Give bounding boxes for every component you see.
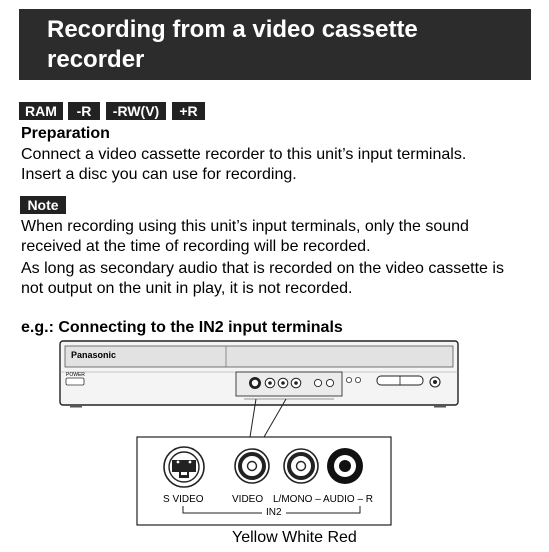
audio-right-rca-connector-illustration (327, 448, 363, 484)
in2-group-label: IN2 (262, 507, 286, 519)
power-button-illustration (65, 377, 85, 386)
video-label: VIDEO (232, 494, 264, 505)
note-line-2: received at the time of recording will b… (21, 238, 371, 255)
badge-plus-r: +R (172, 102, 205, 120)
audio-label: L/MONO – AUDIO – R (273, 494, 374, 505)
svideo-connector-illustration (163, 446, 205, 488)
note-line-1: When recording using this unit’s input t… (21, 218, 469, 235)
note-badge: Note (20, 196, 66, 214)
badge-ram: RAM (19, 102, 63, 120)
note-line-3: As long as secondary audio that is recor… (21, 260, 504, 277)
preparation-line-1: Connect a video cassette recorder to thi… (21, 146, 467, 163)
page-header: Recording from a video cassette recorder (19, 9, 531, 80)
preparation-heading: Preparation (21, 125, 110, 142)
preparation-line-2: Insert a disc you can use for recording. (21, 166, 297, 183)
cable-color-labels: Yellow White Red (232, 529, 357, 546)
note-line-4: not output on the unit in play, it is no… (21, 280, 353, 297)
power-label: POWER (66, 372, 85, 378)
brand-logo-text: Panasonic (71, 350, 117, 360)
audio-left-rca-connector-illustration (283, 448, 319, 484)
page-title: Recording from a video cassette recorder (47, 16, 418, 73)
video-rca-connector-illustration (234, 448, 270, 484)
badge-rw-v: -RW(V) (106, 102, 166, 120)
example-heading: e.g.: Connecting to the IN2 input termin… (21, 319, 343, 336)
svideo-label: S VIDEO (163, 494, 204, 505)
badge-r: -R (68, 102, 100, 120)
recorder-unit-illustration (59, 340, 459, 408)
